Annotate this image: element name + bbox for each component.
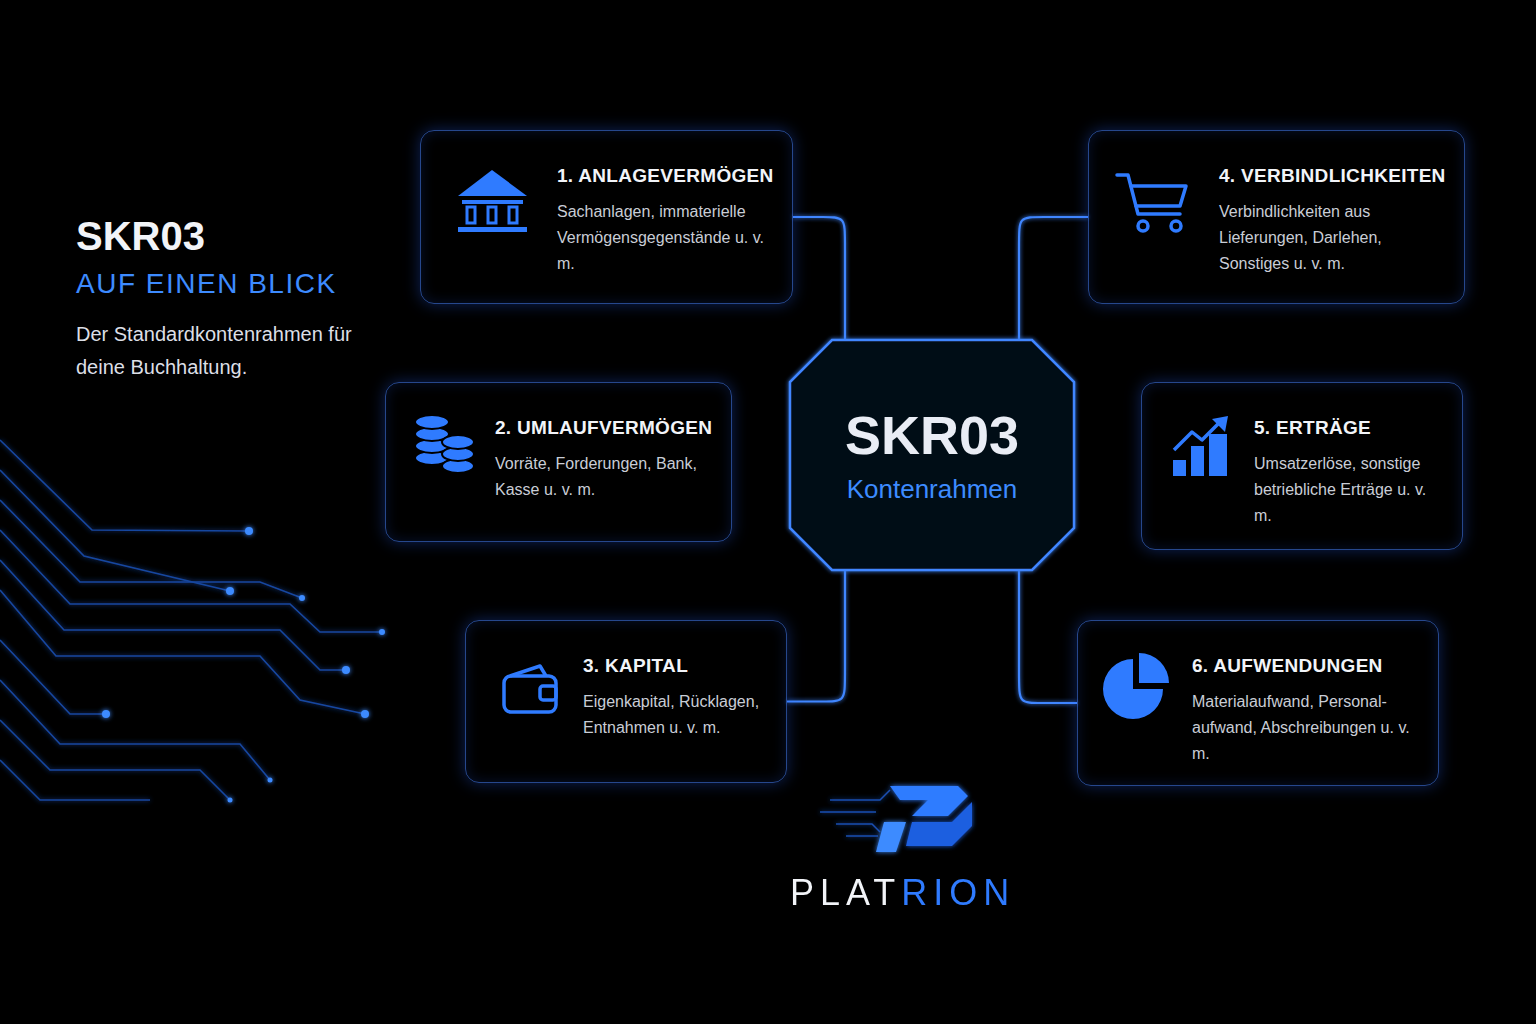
- icon-chart: [1173, 416, 1228, 476]
- octagon-shape: [790, 340, 1074, 570]
- node-heading: 1. ANLAGEVERMÖGEN: [557, 165, 774, 187]
- category-box: 3. KAPITAL Eigenkapital, Rücklagen, Entna…: [465, 620, 787, 783]
- connector-line: [732, 461, 790, 463]
- icon-bank: [458, 170, 527, 232]
- category-box: 1. ANLAGEVERMÖGEN Sachanlagen, immateriel…: [420, 130, 793, 304]
- node-description: Verbindlichkeiten aus Lieferungen, Darle…: [1219, 199, 1448, 277]
- connector-line: [793, 217, 845, 340]
- circuit-dots: [102, 527, 385, 803]
- node-description: Umsatzerlöse, sonstige betriebliche Ertr…: [1254, 451, 1446, 529]
- node-description: Sachanlagen, immaterielle Vermögensgegen…: [557, 199, 776, 277]
- page-title: SKR03: [76, 214, 205, 259]
- node-description: Kontenrahmen: [847, 471, 1018, 507]
- logo-mark: [820, 786, 972, 852]
- connector-line: [1074, 465, 1141, 467]
- node-description: Eigenkapital, Rücklagen, Entnahmen u. v.…: [583, 689, 770, 741]
- node-heading: 3. KAPITAL: [583, 655, 688, 677]
- category-box: 2. UMLAUFVERMÖGEN Vorräte, Forderungen, B…: [385, 382, 732, 542]
- category-box: 5. ERTRÄGE Umsatzerlöse, sonstige betrieb…: [1141, 382, 1463, 550]
- node-heading: SKR03: [845, 403, 1019, 467]
- icon-cart: [1117, 175, 1186, 231]
- brand-name: PLATRION: [790, 872, 1015, 914]
- description: Der Standardkontenrahmen für deine Buchh…: [76, 318, 376, 384]
- center-octagon: SKR03Kontenrahmen: [790, 340, 1074, 570]
- icon-wallet: [504, 666, 556, 712]
- subtitle: AUF EINEN BLICK: [76, 268, 337, 300]
- icon-coins: [415, 415, 474, 473]
- node-description: Vorräte, Forderungen, Bank, Kasse u. v. …: [495, 451, 715, 503]
- icon-pie: [1103, 653, 1169, 719]
- circuit-lines: [0, 440, 382, 800]
- connector-line: [1019, 570, 1077, 703]
- node-description: Materialaufwand, Personal- aufwand, Absc…: [1192, 689, 1422, 767]
- node-heading: 6. AUFWENDUNGEN: [1192, 655, 1383, 677]
- category-box: 6. AUFWENDUNGEN Materialaufwand, Personal…: [1077, 620, 1439, 786]
- node-heading: 4. VERBINDLICHKEITEN: [1219, 165, 1446, 187]
- node-heading: 5. ERTRÄGE: [1254, 417, 1371, 439]
- connector-line: [1019, 217, 1088, 340]
- connector-line: [787, 570, 845, 702]
- node-heading: 2. UMLAUFVERMÖGEN: [495, 417, 712, 439]
- category-box: 4. VERBINDLICHKEITEN Verbindlichkeiten au…: [1088, 130, 1465, 304]
